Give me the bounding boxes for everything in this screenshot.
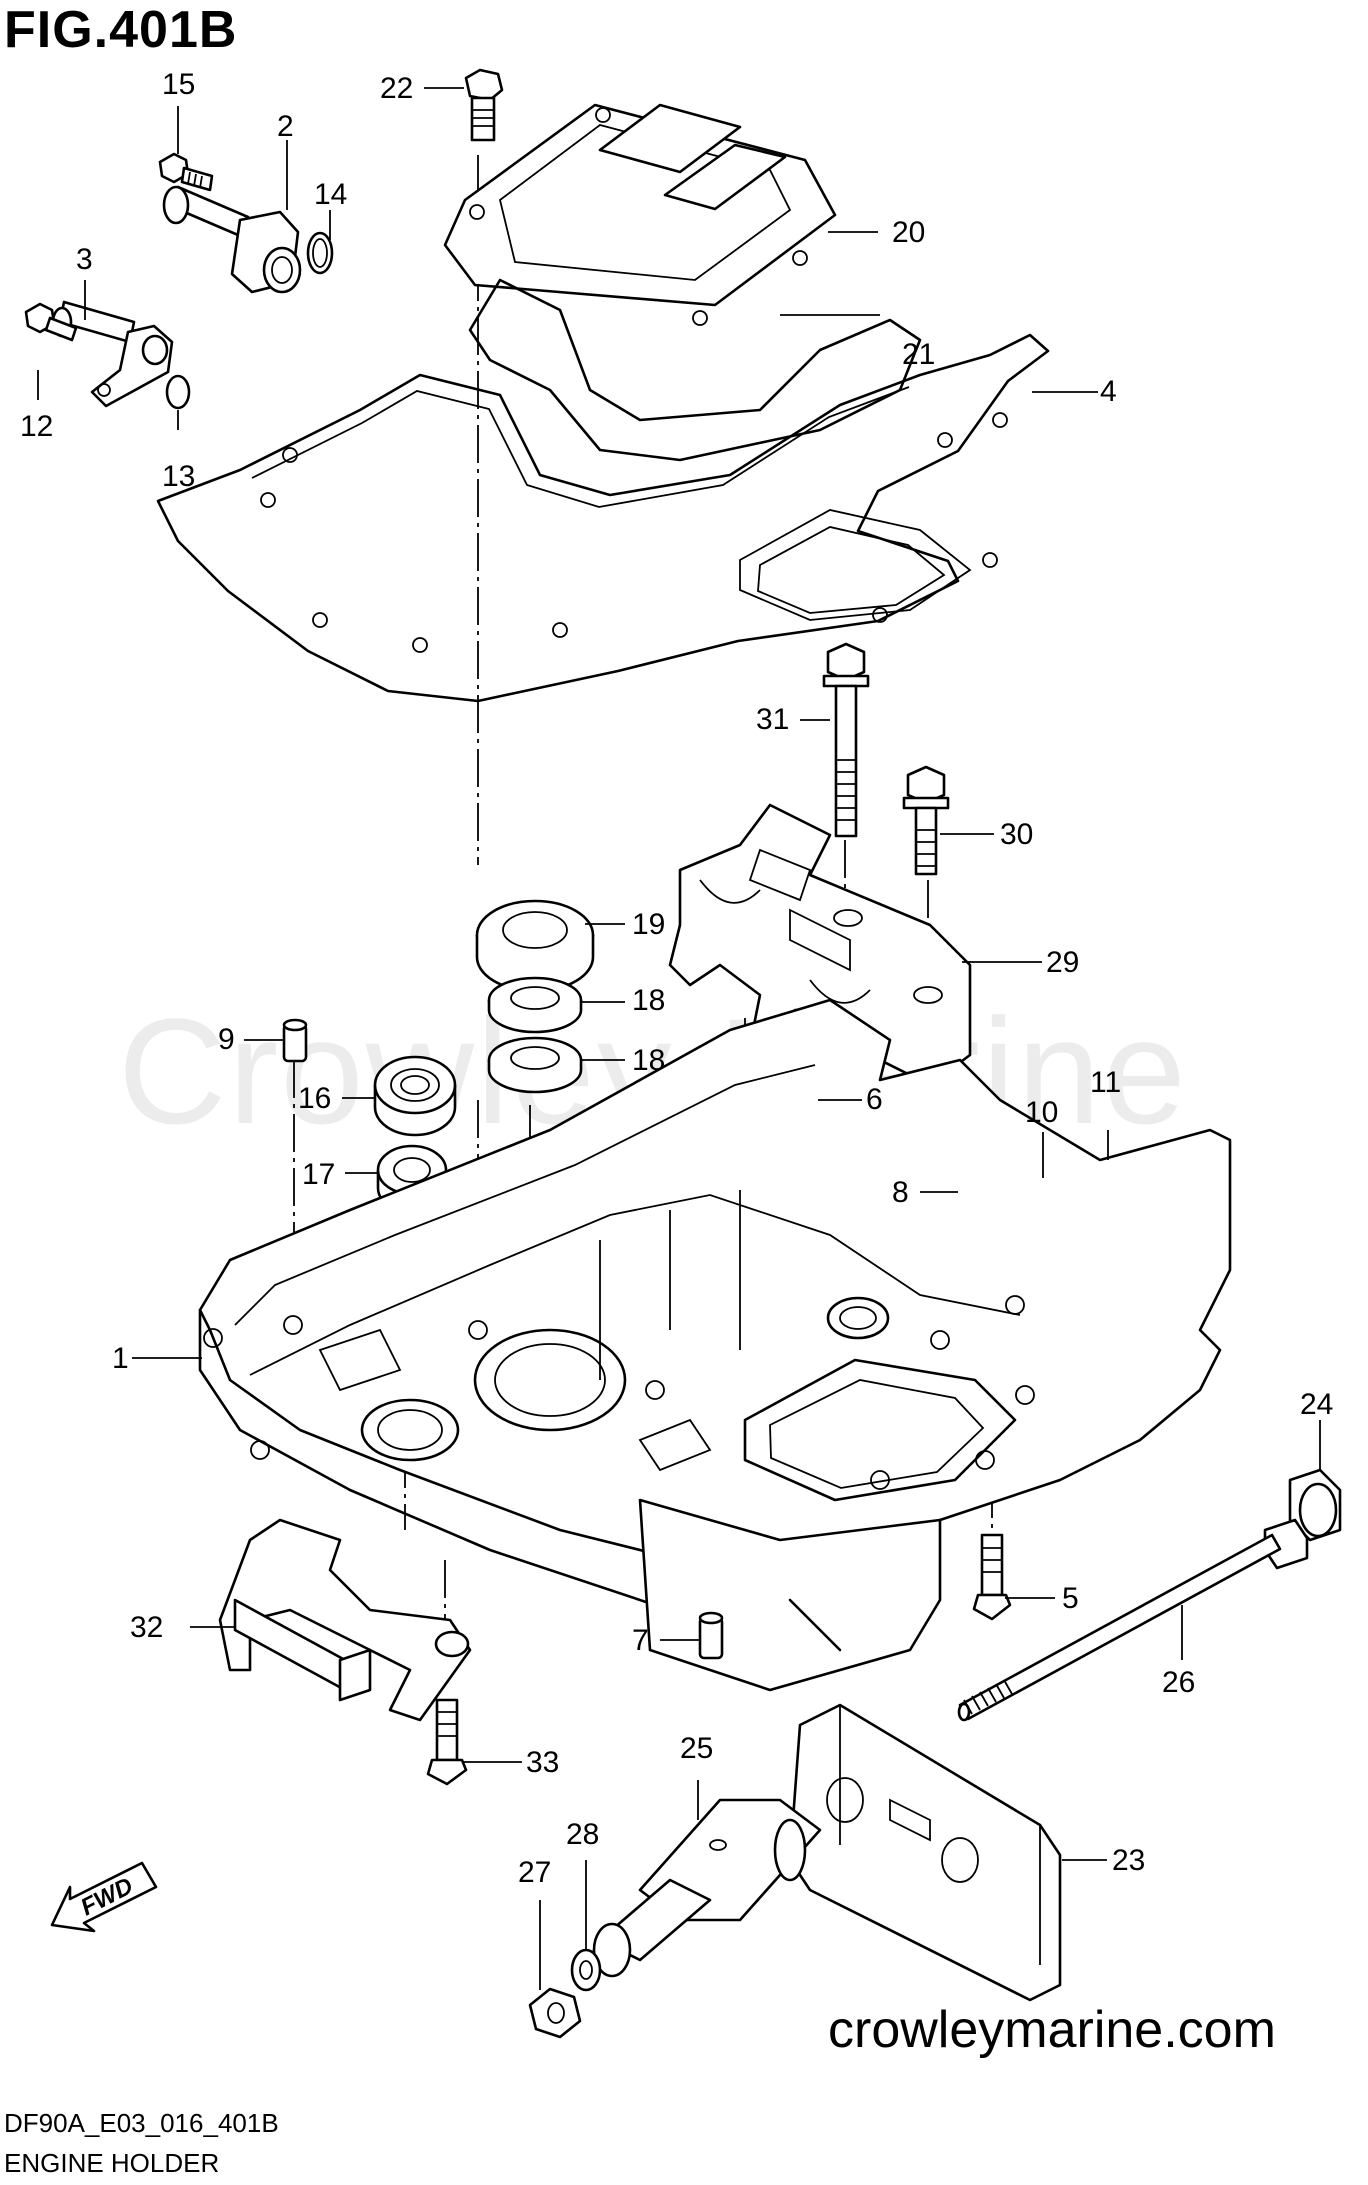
callout-16: 16 [298,1082,332,1115]
part-2-sensor [162,185,302,294]
part-18-bushing-lower [487,1036,583,1094]
callout-15: 15 [162,68,196,101]
part-22-bolt [464,68,504,142]
callout-14: 14 [314,178,348,211]
part-13-o-ring [165,374,191,410]
fwd-arrow-icon: FWD [50,1861,158,1933]
callout-27: 27 [518,1856,552,1889]
figure-title: FIG.401B [4,1,238,59]
callout-13: 13 [162,460,196,493]
part-14-o-ring [306,231,334,275]
figure-caption: ENGINE HOLDER [4,2148,220,2178]
callout-31: 31 [756,703,790,736]
part-9-dowel [282,1018,308,1063]
callout-9: 9 [218,1023,235,1056]
callout-18-lower: 18 [632,1044,666,1077]
website-text: crowleymarine.com [828,2001,1276,2059]
part-27-nut [528,1987,582,2039]
callout-10: 10 [1025,1096,1059,1129]
part-16-bearing [373,1055,457,1137]
callout-32: 32 [130,1611,164,1644]
part-18-bushing-upper [487,976,583,1034]
part-15-bolt [158,152,214,192]
callout-1: 1 [112,1342,129,1375]
part-12-bolt [24,302,78,342]
callout-5: 5 [1062,1582,1079,1615]
callout-3: 3 [76,243,93,276]
callout-29: 29 [1046,946,1080,979]
callout-25: 25 [680,1732,714,1765]
callout-26: 26 [1162,1666,1196,1699]
callout-12: 12 [20,410,54,443]
callout-8: 8 [892,1176,909,1209]
part-1-engine-holder [198,998,1232,1692]
part-33-bolt [426,1698,468,1786]
callout-18-upper: 18 [632,984,666,1017]
callout-4: 4 [1100,375,1117,408]
callout-23: 23 [1112,1844,1146,1877]
callout-2: 2 [277,110,294,143]
part-20-cover [443,103,837,326]
part-7-dowel [698,1611,724,1660]
callout-22: 22 [380,72,414,105]
part-21-gasket [468,278,922,462]
part-25-mount-cylinder [592,1798,822,1978]
callout-7: 7 [632,1624,649,1657]
callout-19: 19 [632,908,666,941]
callout-21: 21 [902,338,936,371]
drawing-code: DF90A_E03_016_401B [4,2108,279,2138]
part-31-bolt [822,642,870,838]
callout-33: 33 [526,1746,560,1779]
part-24-cap [1288,1468,1342,1542]
part-32-bracket [218,1518,472,1722]
callout-17: 17 [302,1158,336,1191]
callout-20: 20 [892,216,926,249]
part-4-gasket [156,333,1050,703]
callout-30: 30 [1000,818,1034,851]
part-5-bolt [972,1533,1012,1621]
part-23-mount [788,1703,1062,2002]
part-26-bolt [957,1518,1309,1722]
callout-24: 24 [1300,1388,1334,1421]
part-30-bolt [902,765,950,876]
callout-6: 6 [866,1083,883,1116]
part-28-washer [570,1948,602,1992]
part-3-sensor [51,300,174,408]
callout-28: 28 [566,1818,600,1851]
callout-11: 11 [1090,1066,1122,1099]
leader-lines [37,87,1321,1990]
